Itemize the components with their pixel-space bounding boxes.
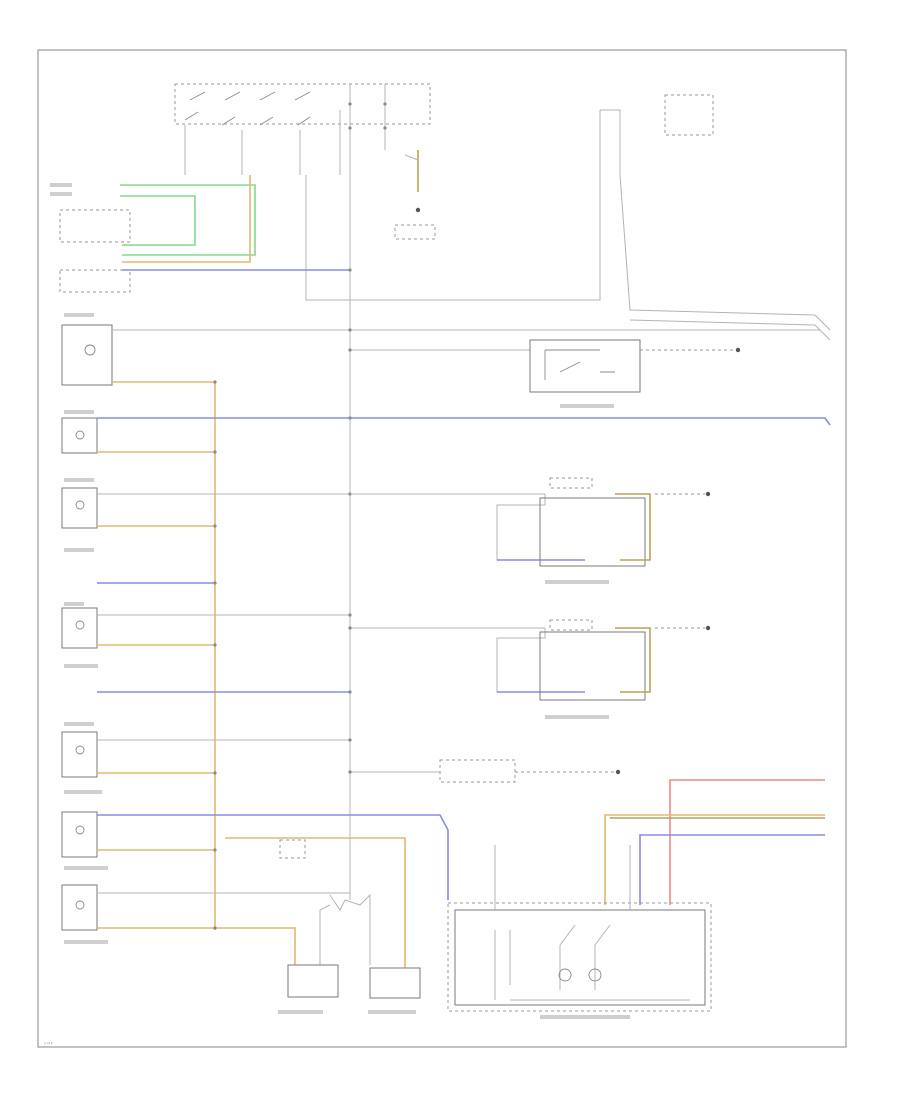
control-module [447, 779, 825, 1012]
fuse-junction [305, 94, 831, 341]
light-switch-assembly [174, 83, 431, 900]
instrument-cluster-block [59, 175, 352, 293]
label-marks [50, 183, 630, 1019]
page-number: 1 of 2 [44, 1041, 53, 1045]
diagram-frame [37, 49, 847, 1048]
bottom-connectors [225, 837, 421, 999]
ground-symbol [394, 150, 436, 240]
right-switch-groups [348, 339, 741, 783]
left-lamp-components [61, 324, 831, 965]
